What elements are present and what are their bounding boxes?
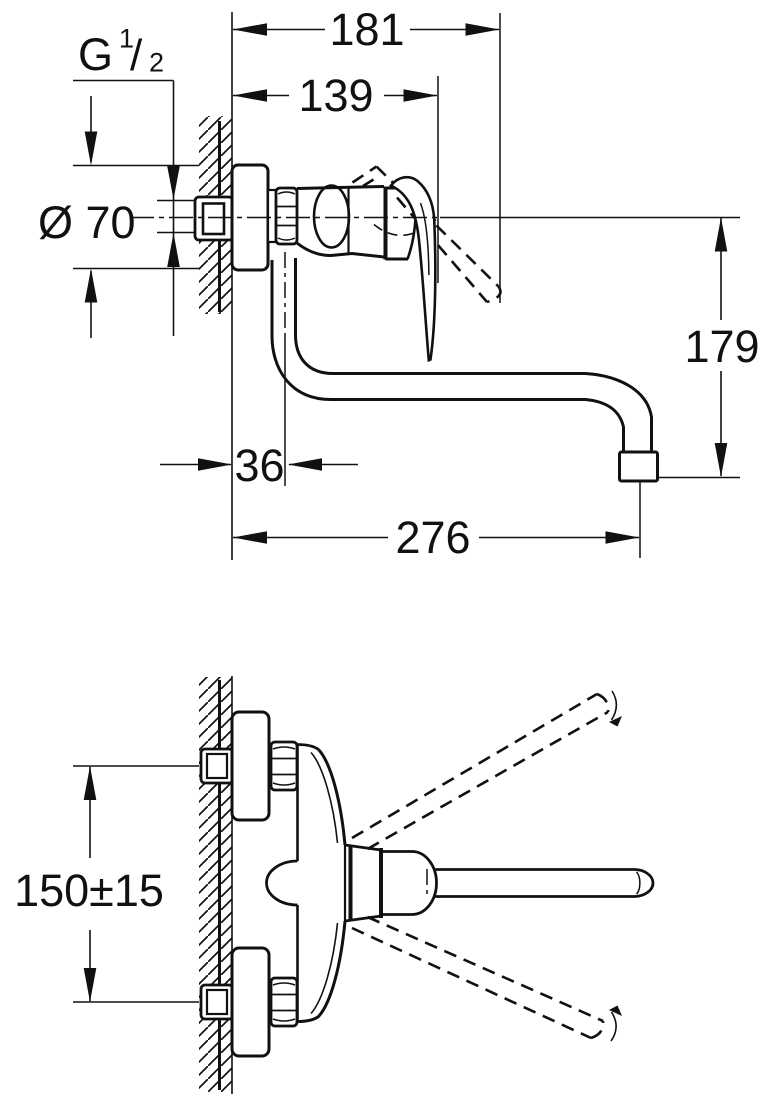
lever-handle: [388, 175, 437, 363]
dimension-139: 139: [233, 70, 438, 121]
label-179: 179: [684, 321, 759, 372]
dimension-179: 179: [684, 217, 760, 477]
arrow-up-icon: [84, 268, 98, 303]
arrow-up-icon: [714, 217, 728, 252]
dimension-dia-70: Ø 70: [38, 96, 136, 338]
label-181: 181: [329, 4, 404, 55]
aerator: [618, 450, 659, 483]
label-150: 150±15: [14, 865, 164, 916]
wall-section-plan: [199, 676, 233, 1094]
arrow-left-icon: [288, 458, 322, 471]
arrow-down-icon: [83, 968, 97, 1002]
inlet-connection-top: [199, 710, 299, 822]
inlet-connection-bottom: [199, 946, 299, 1058]
mixer-body-plan: [265, 743, 382, 1023]
arrow-right-icon: [465, 23, 500, 36]
mixer-body: [296, 184, 385, 259]
lever-rod-plan: [379, 848, 655, 918]
arrow-right-icon: [198, 458, 232, 471]
dimension-276: 276: [233, 512, 640, 563]
dimension-thread-g-half: G 1 / 2: [73, 24, 180, 336]
union-nut: [266, 186, 299, 246]
wall-section-side: [199, 12, 233, 560]
arrow-right-icon: [403, 89, 438, 102]
label-thread-slash: /: [130, 31, 143, 80]
arrow-down-icon: [84, 131, 98, 166]
rotation-arc-down: [610, 1011, 617, 1042]
rotation-arrow-icon: [609, 716, 622, 727]
dimension-36: 36: [160, 440, 358, 491]
extension-lines-side: [73, 13, 740, 558]
spout: [270, 258, 659, 483]
label-thread-numerator: 1: [119, 24, 134, 54]
arrow-right-icon: [605, 531, 640, 544]
extension-lines-plan: [73, 765, 199, 1003]
arrow-left-icon: [233, 531, 267, 544]
arrow-left-icon: [233, 89, 267, 102]
rotation-arrow-icon: [609, 1005, 622, 1016]
lever-swing-arc: [373, 218, 437, 237]
arrow-left-icon: [233, 23, 267, 36]
label-dia-70: Ø 70: [38, 197, 136, 248]
arrow-down-icon: [714, 443, 728, 477]
arrow-down-icon: [167, 166, 180, 200]
label-276: 276: [395, 512, 470, 563]
arrow-up-icon: [83, 766, 97, 800]
label-139: 139: [298, 70, 373, 121]
supply-nipple: [193, 195, 235, 242]
label-36: 36: [234, 440, 284, 491]
arrow-up-icon: [167, 233, 180, 267]
lever-alt-positions-plan: [351, 690, 622, 1042]
label-thread-g: G: [78, 29, 113, 80]
cartridge-dome: [312, 184, 351, 249]
centerlines-side: [130, 216, 740, 334]
rotation-arc-up: [610, 690, 618, 721]
dimension-150: 150±15: [14, 766, 164, 1002]
label-thread-denominator: 2: [149, 48, 164, 78]
dimension-181: 181: [233, 4, 500, 55]
